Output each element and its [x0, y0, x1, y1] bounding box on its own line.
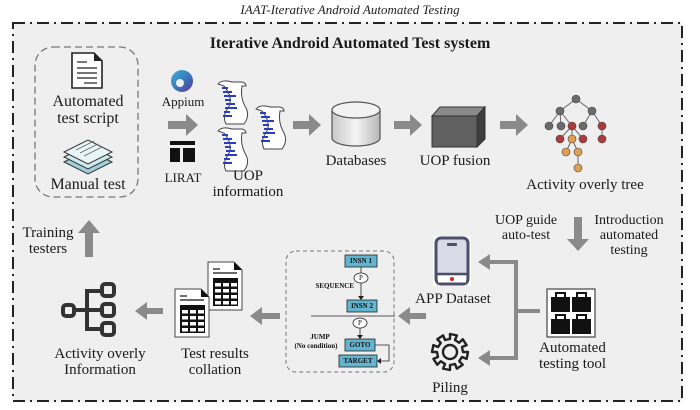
tree-node: [578, 121, 588, 131]
introduction-automated-testing-label: Introduction automated testing: [594, 213, 664, 259]
database-icon: [331, 101, 381, 147]
spreadsheet-icons: [174, 261, 243, 338]
scroll-icon-3: [217, 127, 249, 172]
stacked-papers-icon: [62, 139, 114, 175]
arrow-tools-to-uop: [168, 114, 198, 136]
activity-overly-tree-label: Activity overly tree: [526, 177, 644, 193]
briefcase-icon: [551, 292, 570, 312]
cube-icon: [430, 105, 487, 149]
insn2-label: INSN 2: [351, 302, 373, 310]
connector-tool-to-phone-and-piling: [486, 260, 540, 360]
arrow-to-activity-information: [135, 302, 163, 320]
tree-node: [555, 106, 565, 116]
goto-label: GOTO: [349, 341, 371, 349]
piling-flow: [311, 254, 395, 368]
tree-node: [573, 147, 583, 157]
tree-node: [597, 121, 607, 131]
piling-label: Piling: [432, 380, 468, 396]
briefcase-grid-icon: [546, 288, 596, 338]
tree-node: [544, 121, 554, 131]
uop-information-label: UOP information: [212, 168, 284, 201]
hierarchy-icon: [61, 282, 116, 337]
tree-node: [597, 134, 607, 144]
arrow-databases-to-fusion: [394, 114, 422, 136]
tree-node: [567, 121, 577, 131]
arrow-to-piling: [478, 350, 490, 366]
tree-node: [556, 121, 566, 131]
arrow-to-piling-detail: [398, 307, 426, 325]
scroll-icon-2: [255, 105, 287, 150]
sequence-label: SEQUENCE: [315, 282, 354, 290]
phone-icon: [433, 236, 471, 286]
arrow-to-app-dataset: [478, 254, 490, 270]
target-label: TARGET: [343, 357, 373, 365]
jump-label: JUMP: [310, 333, 330, 341]
insn1-label: INSN 1: [350, 257, 372, 265]
target-box: [338, 354, 378, 368]
app-dataset-label: APP Dataset: [415, 291, 491, 307]
system-frame: [13, 23, 682, 401]
databases-label: Databases: [325, 153, 387, 169]
activity-overly-information-label: Activity overly Information: [54, 346, 146, 379]
lirat-logo-icon: [170, 141, 195, 162]
system-title: Iterative Android Automated Test system: [209, 35, 491, 52]
tree-node: [578, 134, 588, 144]
arrow-to-test-results: [250, 307, 280, 325]
tree-node: [567, 134, 577, 144]
figure-caption: IAAT-Iterative Android Automated Testing: [240, 2, 460, 17]
test-results-collation-label: Test results collation: [181, 346, 249, 379]
arrow-up-training: [78, 220, 100, 257]
briefcase-icon: [572, 292, 591, 312]
input-group-box: [34, 46, 139, 198]
tree-node: [573, 163, 583, 173]
lirat-label: LIRAT: [164, 170, 202, 185]
arrow-down-introduction: [567, 217, 589, 251]
gear-icon: [430, 332, 470, 372]
p-label-1: P: [359, 274, 363, 282]
automated-test-script-label: Automated test script: [52, 93, 124, 128]
uop-scroll-icons: [217, 80, 287, 172]
tree-node: [561, 147, 571, 157]
document-icon: [71, 52, 103, 89]
spreadsheet-icon-front: [174, 288, 210, 338]
manual-test-label: Manual test: [50, 176, 126, 193]
automated-testing-tool-label: Automated testing tool: [538, 340, 607, 373]
no-condition-label: (No condition): [294, 342, 338, 350]
training-testers-label: Training testers: [22, 225, 74, 258]
frame-border: [12, 22, 683, 402]
briefcase-icon: [572, 314, 591, 334]
arrow-uop-to-databases: [293, 114, 321, 136]
scroll-icon-1: [217, 80, 249, 125]
piling-detail-box: [285, 250, 395, 373]
briefcase-icon: [551, 314, 570, 334]
uop-fusion-label: UOP fusion: [419, 153, 491, 169]
activity-tree-icon: [544, 94, 607, 173]
appium-logo-icon: [171, 70, 193, 92]
insn2-box: [346, 299, 378, 313]
uop-guide-auto-test-label: UOP guide auto-test: [494, 213, 558, 244]
p-label-2: P: [358, 319, 362, 327]
tree-node: [555, 134, 565, 144]
tree-node: [571, 94, 581, 104]
arrow-fusion-to-tree: [500, 114, 528, 136]
spreadsheet-icon-back: [207, 261, 243, 311]
appium-label: Appium: [161, 94, 205, 109]
tree-node: [587, 106, 597, 116]
